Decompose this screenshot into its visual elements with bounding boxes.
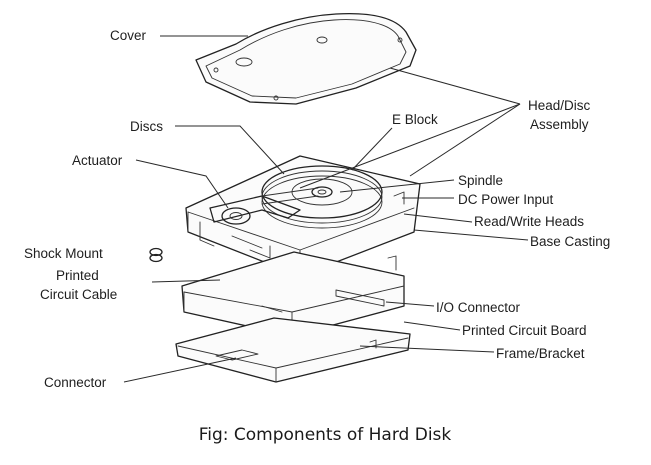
- actuator-pivot: [221, 207, 251, 225]
- label-actuator: Actuator: [72, 153, 123, 168]
- printed-circuit-board-part: [181, 251, 405, 337]
- leader-lines: [123, 35, 529, 383]
- spindle-hub: [311, 186, 333, 198]
- label-cover: Cover: [110, 28, 147, 43]
- label-spindle: Spindle: [458, 173, 503, 188]
- cover-part: [195, 12, 417, 105]
- head-disc-assembly-part: [185, 155, 421, 277]
- label-printed-circuit-cable-1: Printed: [56, 268, 99, 283]
- disc-platter: [261, 165, 383, 219]
- label-head-disc-assembly-2: Assembly: [530, 117, 589, 132]
- label-frame-bracket: Frame/Bracket: [496, 346, 585, 361]
- label-e-block: E Block: [392, 112, 438, 127]
- diagram-labels: Cover Head/Disc Assembly Discs E Block A…: [24, 28, 610, 390]
- label-io-connector: I/O Connector: [436, 300, 521, 315]
- label-discs: Discs: [130, 119, 163, 134]
- label-dc-power-input: DC Power Input: [458, 192, 554, 207]
- label-printed-circuit-board: Printed Circuit Board: [462, 323, 587, 338]
- label-connector: Connector: [44, 375, 107, 390]
- label-read-write-heads: Read/Write Heads: [474, 214, 584, 229]
- label-printed-circuit-cable-2: Circuit Cable: [40, 287, 117, 302]
- figure-caption: Fig: Components of Hard Disk: [199, 425, 452, 445]
- shock-mount-part: [149, 247, 163, 263]
- label-shock-mount: Shock Mount: [24, 246, 103, 261]
- label-head-disc-assembly-1: Head/Disc: [528, 98, 591, 113]
- frame-bracket-part: [175, 317, 411, 383]
- label-base-casting: Base Casting: [530, 234, 610, 249]
